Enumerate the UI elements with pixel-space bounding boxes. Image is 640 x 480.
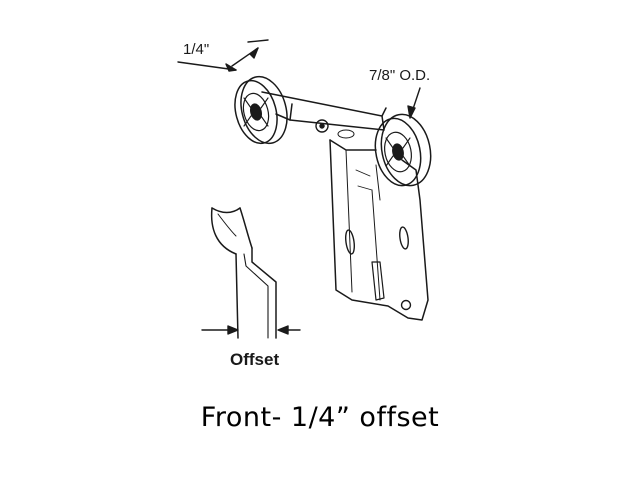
width-dimension-line	[177, 39, 269, 72]
figure-caption: Front- 1/4” offset	[200, 402, 440, 433]
diameter-leader-line	[407, 87, 421, 119]
offset-label: Offset	[230, 350, 280, 369]
left-roller-wheel	[234, 75, 288, 145]
roller-width-label: 1/4"	[183, 41, 210, 58]
roller-diameter-label: 7/8" O.D.	[369, 67, 431, 84]
offset-dimension-line	[201, 325, 301, 335]
offset-profile-view	[210, 207, 277, 339]
right-roller-wheel	[374, 113, 432, 187]
mounting-bracket	[261, 91, 429, 321]
